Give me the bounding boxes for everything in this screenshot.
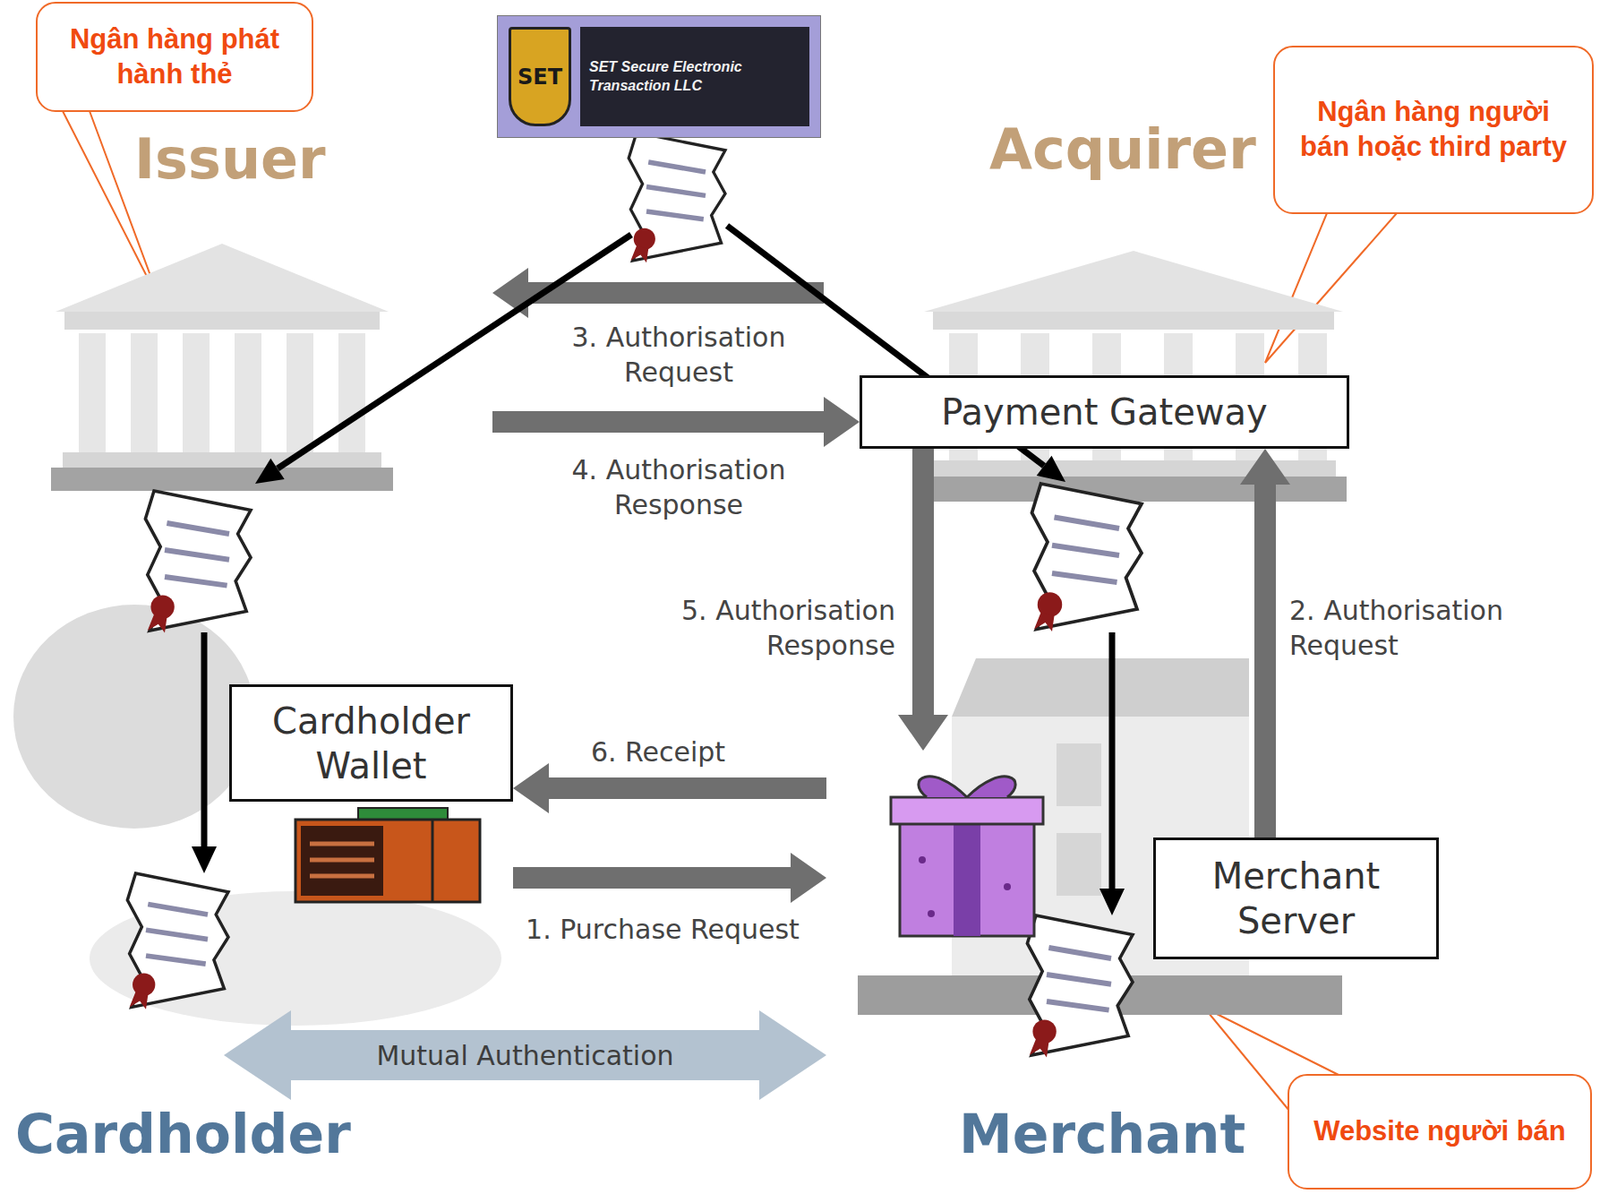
box-label: Cardholder Wallet	[244, 698, 498, 788]
set-shield: SET	[508, 26, 572, 127]
cardholder-figure	[13, 604, 502, 1026]
entity-label: Issuer	[134, 127, 326, 191]
edge-label-box: 3. Authorisation Request	[544, 319, 813, 390]
edge-label-box: 1. Purchase Request	[501, 911, 824, 947]
logo-badge: SET SET Secure Electronic Transaction LLC	[496, 15, 822, 138]
edge-label-box: 6. Receipt	[559, 734, 757, 770]
callout-text: Ngân hàng người bán hoặc third party	[1291, 94, 1576, 165]
entity-area: Cardholder	[13, 501, 224, 1088]
label-box: Cardholder Wallet	[229, 684, 514, 802]
block-arrow	[1240, 448, 1291, 838]
entity-area: Issuer	[49, 120, 493, 488]
edge-label-box: 5. Authorisation Response	[626, 592, 896, 663]
issuer-bank-building	[51, 243, 394, 491]
wallet-icon	[295, 807, 480, 902]
entity-label: Merchant	[958, 1103, 1246, 1165]
arrow-label: 4. Authorisation Response	[572, 453, 787, 521]
logo-mark: SET	[517, 64, 563, 90]
block-arrow	[898, 448, 949, 751]
arrow-label: 3. Authorisation Request	[572, 321, 787, 388]
edge-label-box: Mutual Authentication	[370, 1037, 679, 1073]
process-box: Merchant Server	[1153, 837, 1439, 959]
arrow-label: 1. Purchase Request	[525, 913, 800, 945]
arrow-label: 6. Receipt	[590, 735, 726, 768]
process-box: Payment Gateway	[859, 375, 1350, 449]
entity-label: Cardholder	[15, 1103, 351, 1165]
entity-area: Acquirer	[823, 111, 1272, 372]
arrow-label: 5. Authorisation Response	[681, 594, 896, 661]
entity-area: Merchant	[826, 750, 1147, 1088]
gift-box-icon	[890, 776, 1044, 936]
arrow-label: 2. Authorisation Request	[1289, 594, 1504, 661]
entity-label: Acquirer	[989, 117, 1257, 181]
set-band: SET Secure Electronic Transaction LLC	[580, 26, 810, 127]
edge-label-box: 2. Authorisation Request	[1289, 592, 1558, 663]
block-arrow	[513, 762, 827, 813]
logo-text: SET Secure Electronic Transaction LLC	[589, 58, 801, 96]
box-label: Merchant Server	[1168, 853, 1424, 943]
callout-box: Ngân hàng phát hành thẻ	[35, 1, 314, 112]
certificate-chain-lines	[191, 225, 1125, 916]
box-label: Payment Gateway	[941, 389, 1268, 435]
callout-text: Website người bán	[1313, 1113, 1566, 1149]
callout-text: Ngân hàng phát hành thẻ	[53, 22, 296, 93]
arrow-label: Mutual Authentication	[370, 1037, 679, 1073]
certificate-icons	[127, 132, 1142, 1057]
edge-label-box: 4. Authorisation Response	[544, 452, 813, 522]
callout-box: Website người bán	[1287, 1073, 1592, 1190]
block-arrow	[492, 396, 860, 447]
wallet-box: Cardholder Wallet	[229, 684, 514, 904]
block-arrow	[513, 852, 827, 903]
callout-box: Ngân hàng người bán hoặc third party	[1273, 45, 1594, 214]
double-arrow	[223, 1009, 827, 1100]
